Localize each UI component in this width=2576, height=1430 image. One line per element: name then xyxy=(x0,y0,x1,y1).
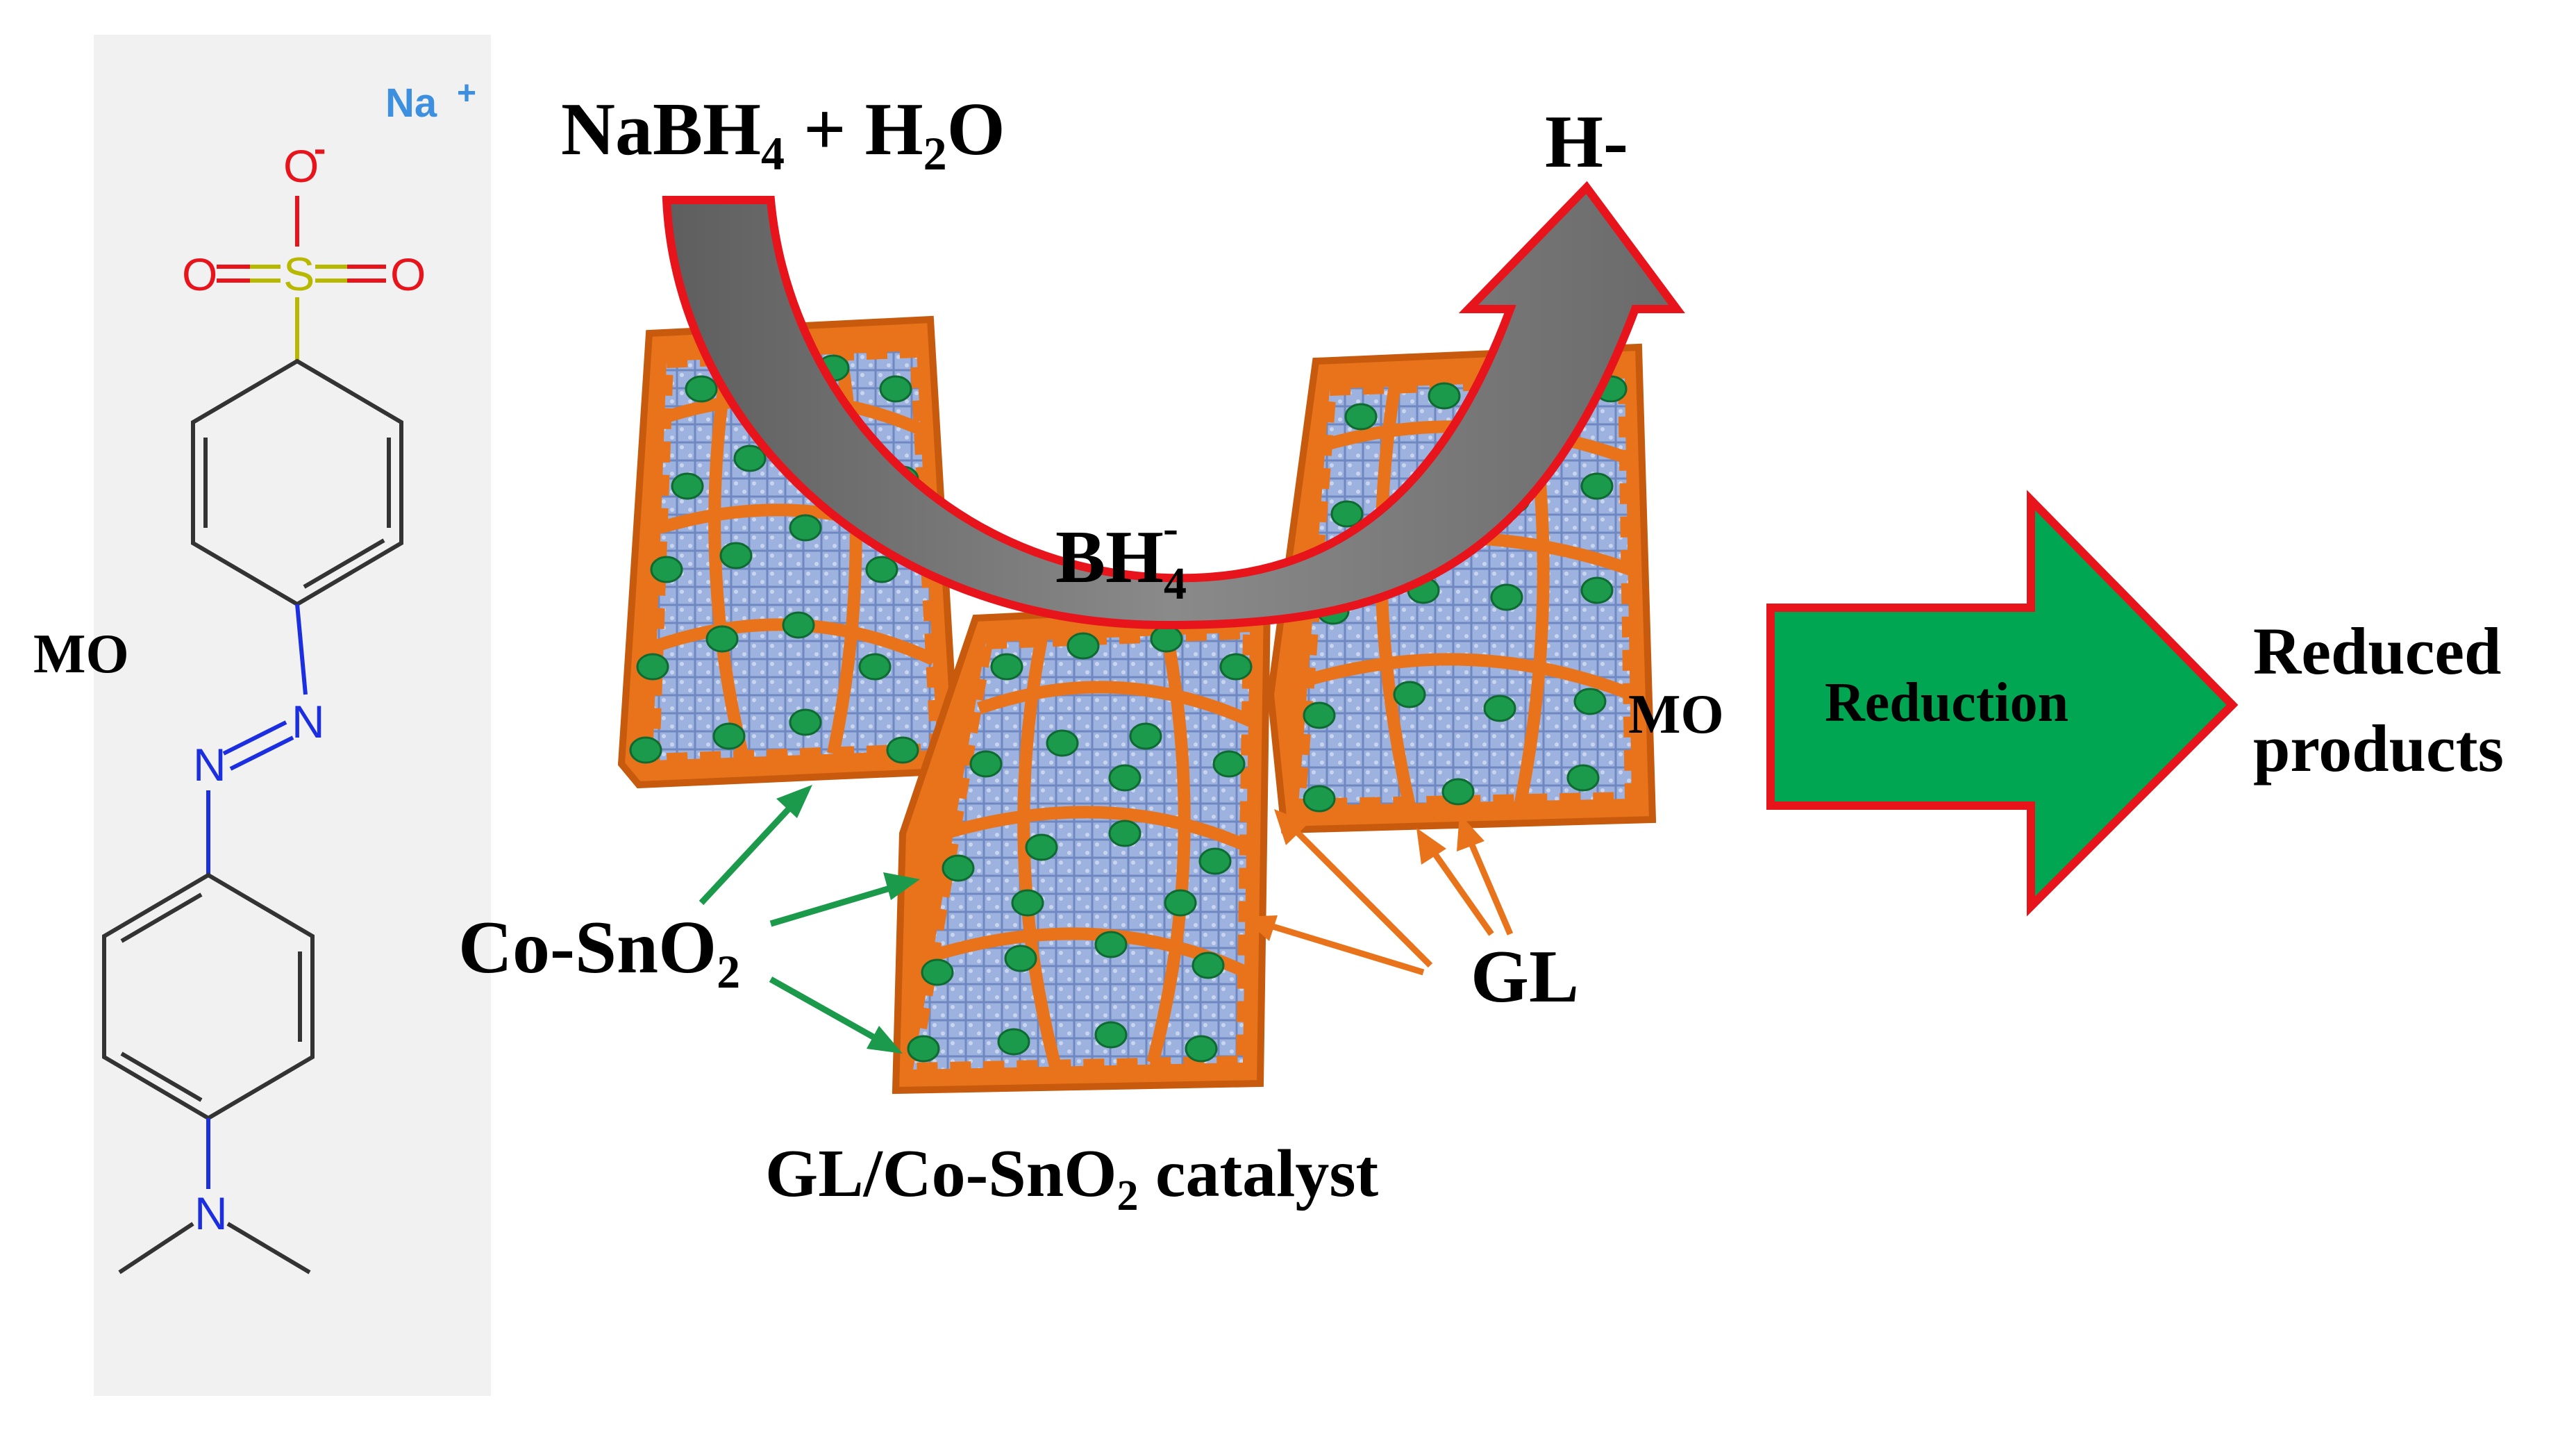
co-sno2-particle xyxy=(1330,500,1364,528)
co-sno2-particle xyxy=(1025,833,1058,861)
catalyst-label: GL/Co-SnO2 catalyst xyxy=(765,1136,1378,1220)
sodium-atom-label: Na xyxy=(385,81,437,126)
co-sno2-particle xyxy=(636,653,669,681)
co-sno2-particle xyxy=(1303,785,1336,813)
bond-s-o-left-double xyxy=(217,265,281,283)
oxygen-left-label: O xyxy=(182,249,217,300)
co-sno2-particle xyxy=(719,542,753,569)
reactant-label: NaBH4 + H2O xyxy=(561,88,1005,180)
co-sno2-particle xyxy=(1344,403,1378,431)
co-sno2-particle xyxy=(1011,889,1044,917)
product-label: Reduced products xyxy=(2253,614,2504,785)
co-sno2-pointer-arrows xyxy=(699,785,920,1054)
co-sno2-particle xyxy=(1483,695,1516,722)
co-sno2-particle xyxy=(858,653,892,681)
co-sno2-particle xyxy=(1573,688,1607,715)
co-sno2-particle xyxy=(1580,576,1614,604)
co-sno2-particle xyxy=(1067,632,1100,660)
co-sno2-particle xyxy=(712,722,746,750)
bond-s-o-right-double xyxy=(315,265,386,283)
co-sno2-particle xyxy=(650,556,683,583)
support-pointer-arrows xyxy=(1241,809,1514,976)
product-label-line2: products xyxy=(2253,711,2504,785)
nitrogen-upper-label: N xyxy=(292,696,325,747)
co-sno2-particle xyxy=(1566,764,1600,792)
sulfur-atom-label: S xyxy=(283,248,315,301)
support-label: GL xyxy=(1471,936,1579,1018)
oxygen-anion-label: O xyxy=(283,140,319,192)
bond-ring-n-upper xyxy=(295,604,308,695)
co-sno2-particle xyxy=(1129,722,1162,750)
co-sno2-particle xyxy=(789,708,822,736)
co-sno2-particle xyxy=(921,958,954,986)
co-sno2-particle xyxy=(1150,625,1183,653)
bond-n-methyl-right xyxy=(226,1222,311,1274)
catalyst-block-center xyxy=(892,600,1271,1095)
co-sno2-particle xyxy=(1108,764,1141,792)
co-sno2-particle xyxy=(1164,889,1197,917)
co-sno2-particle xyxy=(629,736,662,764)
hydride-label: H- xyxy=(1545,101,1628,183)
bond-azo-double xyxy=(222,720,294,771)
co-sno2-particle xyxy=(733,444,767,472)
co-sno2-particle xyxy=(879,375,912,403)
co-sno2-particle xyxy=(789,514,822,542)
co-sno2-particle xyxy=(886,736,919,764)
bond-n-methyl-left xyxy=(118,1222,194,1274)
molecule-label: MO xyxy=(33,624,129,685)
nitrogen-lower-label: N xyxy=(193,739,226,790)
sodium-charge-label: + xyxy=(457,75,476,112)
co-sno2-particle xyxy=(671,472,704,500)
co-sno2-particle xyxy=(782,611,815,639)
oxygen-anion-charge: - xyxy=(314,129,326,169)
borohydride-label: BH4- xyxy=(1055,503,1187,609)
co-sno2-particle xyxy=(1094,1021,1128,1049)
co-sno2-particle xyxy=(1046,729,1079,757)
co-sno2-particle xyxy=(1490,583,1523,611)
co-sno2-particle xyxy=(1108,820,1141,847)
co-sno2-particle xyxy=(1212,750,1246,778)
co-sno2-particle xyxy=(942,854,975,882)
co-sno2-particle xyxy=(1219,653,1253,681)
co-sno2-particle xyxy=(907,1035,940,1063)
co-sno2-particle xyxy=(705,625,739,653)
co-sno2-particle xyxy=(1580,472,1614,500)
oxygen-right-label: O xyxy=(390,249,426,300)
co-sno2-label: Co-SnO2 xyxy=(458,906,740,998)
molecule-panel-background xyxy=(94,35,491,1396)
co-sno2-particle xyxy=(865,556,898,583)
co-sno2-particle xyxy=(1004,945,1037,972)
co-sno2-particle xyxy=(1303,701,1336,729)
adsorbed-dye-label: MO xyxy=(1628,684,1724,745)
co-sno2-particle xyxy=(685,375,718,403)
co-sno2-particle xyxy=(990,653,1023,681)
nitrogen-amine-label: N xyxy=(194,1188,228,1239)
co-sno2-particle xyxy=(1094,931,1128,958)
co-sno2-particle xyxy=(1185,1035,1218,1063)
product-label-line1: Reduced xyxy=(2253,614,2501,688)
co-sno2-particle xyxy=(1393,681,1426,708)
co-sno2-particle xyxy=(1441,778,1475,806)
co-sno2-particle xyxy=(969,750,1003,778)
co-sno2-particle xyxy=(997,1028,1030,1056)
co-sno2-particle xyxy=(1428,382,1461,410)
reduction-arrow-label: Reduction xyxy=(1825,672,2068,733)
molecule-panel: Na + O - S O O N N xyxy=(33,35,491,1396)
co-sno2-particle xyxy=(1191,951,1225,979)
co-sno2-particle xyxy=(1198,847,1232,875)
reaction-flow-arrow xyxy=(662,181,1685,630)
reduction-arrow: Reduction xyxy=(1766,490,2239,917)
